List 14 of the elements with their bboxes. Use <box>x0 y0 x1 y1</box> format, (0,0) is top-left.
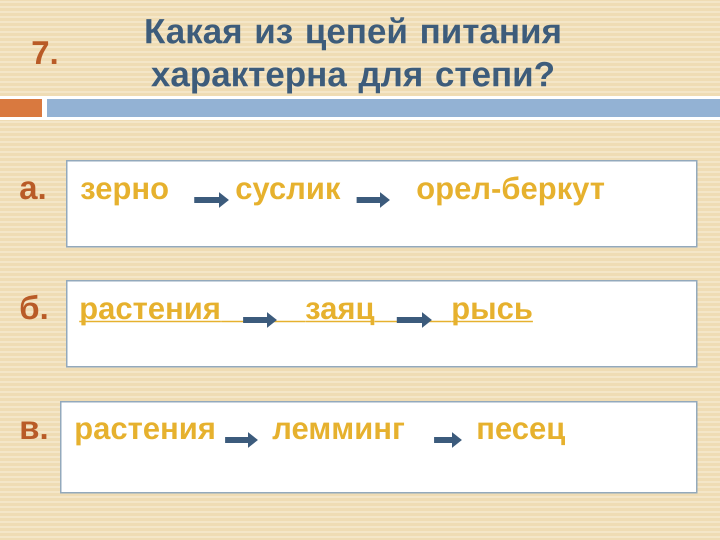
option-letter: в. <box>22 422 46 439</box>
chain-word: песец <box>478 422 565 446</box>
chain-word: орел-беркут <box>417 176 604 206</box>
question-number: 7. <box>32 41 56 64</box>
title: Какая из цепей питания характерна для степи? <box>146 17 560 94</box>
chain-word: растения <box>76 422 214 446</box>
chain-word: суслик <box>236 182 340 206</box>
chain-word: заяц <box>305 302 375 326</box>
chain-word: рысь <box>451 302 533 326</box>
option-letter: б. <box>20 294 46 320</box>
option-letter: а. <box>20 181 44 200</box>
chain-word: лемминг <box>272 422 404 440</box>
chain-word: растения <box>79 302 221 326</box>
chain-word: зерно <box>81 182 168 206</box>
